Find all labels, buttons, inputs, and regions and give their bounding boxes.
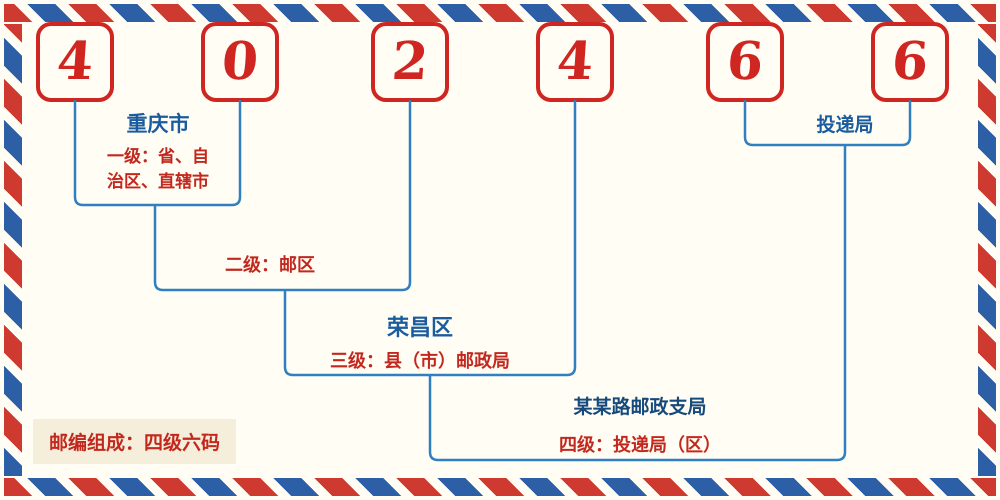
level1-desc-line2: 治区、直辖市 bbox=[107, 171, 209, 191]
digit-3: 2 bbox=[389, 31, 431, 92]
footer-note: 邮编组成：四级六码 bbox=[33, 419, 237, 464]
level4-place: 某某路邮政支局 bbox=[573, 397, 707, 418]
digit-box-3: 2 bbox=[371, 22, 449, 102]
digit-6: 6 bbox=[889, 31, 931, 92]
digit-2: 0 bbox=[219, 31, 261, 92]
digit-4: 4 bbox=[554, 31, 596, 92]
level2-annotation: 二级：邮区 bbox=[170, 252, 370, 278]
digit-box-6: 6 bbox=[871, 22, 949, 102]
level3-desc: 三级：县（市）邮政局 bbox=[330, 351, 510, 371]
digit-box-5: 6 bbox=[706, 22, 784, 102]
digit-5: 6 bbox=[724, 31, 766, 92]
digit-box-2: 0 bbox=[201, 22, 279, 102]
airmail-border-left bbox=[4, 24, 22, 476]
digit-box-4: 4 bbox=[536, 22, 614, 102]
level4-desc: 四级：投递局（区） bbox=[559, 435, 721, 455]
digit-1: 4 bbox=[54, 31, 96, 92]
level4-annotation: 某某路邮政支局 四级：投递局（区） bbox=[480, 392, 800, 458]
airmail-border-top bbox=[4, 4, 996, 22]
digit-box-1: 4 bbox=[36, 22, 114, 102]
delivery-office-label: 投递局 bbox=[816, 115, 874, 136]
level1-place: 重庆市 bbox=[126, 113, 190, 136]
level3-place: 荣昌区 bbox=[386, 315, 453, 340]
level1-desc-line1: 一级：省、自 bbox=[107, 147, 209, 166]
level2-desc: 二级：邮区 bbox=[225, 255, 315, 275]
airmail-border-bottom bbox=[4, 478, 996, 496]
level1-annotation: 重庆市 一级：省、自 治区、直辖市 bbox=[75, 108, 241, 194]
level3-annotation: 荣昌区 三级：县（市）邮政局 bbox=[260, 310, 580, 374]
airmail-border-right bbox=[978, 24, 996, 476]
